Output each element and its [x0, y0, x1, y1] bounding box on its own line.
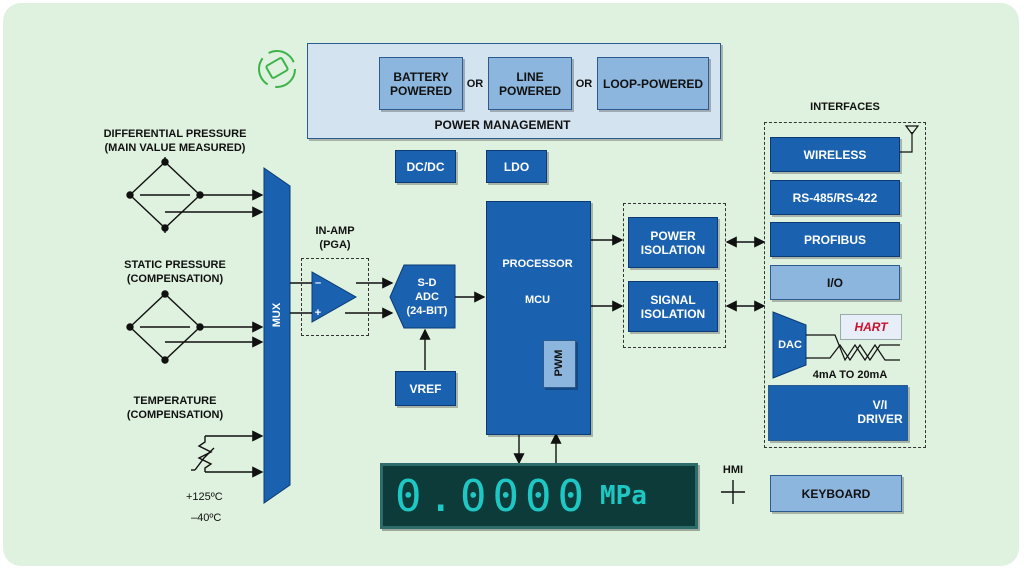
recycle-battery-icon: [258, 50, 296, 88]
static-pressure-label: STATIC PRESSURE (COMPENSATION): [124, 259, 226, 285]
or-label-2: OR: [575, 78, 593, 90]
hmi-label: HMI: [722, 464, 744, 476]
ldo-block: LDO: [486, 150, 547, 183]
signal-isolation-block: SIGNAL ISOLATION: [628, 281, 718, 332]
profibus-block: PROFIBUS: [770, 222, 900, 257]
dcdc-block: DC/DC: [395, 150, 456, 183]
mux: [263, 167, 291, 504]
differential-pressure-bridge: [126, 157, 264, 233]
hart-logo: HART: [840, 314, 902, 340]
differential-pressure-label: DIFFERENTIAL PRESSURE (MAIN VALUE MEASUR…: [103, 128, 247, 154]
vi-driver-panel: [768, 385, 908, 441]
adc-shape: [389, 264, 456, 329]
keyboard-block: KEYBOARD: [770, 475, 902, 512]
in-amp-boundary: [301, 258, 369, 336]
power-isolation-block: POWER ISOLATION: [628, 217, 718, 268]
antenna-icon: [898, 125, 920, 153]
wireless-block: WIRELESS: [770, 137, 900, 172]
in-amp-minus: –: [314, 277, 322, 289]
processor-label: PROCESSOR: [502, 258, 573, 270]
current-range-label: 4mA TO 20mA: [812, 369, 888, 381]
interfaces-boundary: [764, 122, 926, 448]
current-loop-waveform: [806, 334, 900, 362]
temperature-label: TEMPERATURE (COMPENSATION): [126, 395, 224, 421]
dac-shape: [772, 311, 807, 379]
line-powered-block: LINE POWERED: [488, 57, 572, 110]
hart-logo-text: HART: [854, 320, 888, 334]
or-label-1: OR: [466, 78, 484, 90]
in-amp-triangle: [311, 271, 358, 323]
pwm-label: PWM: [553, 349, 565, 377]
display-unit: MPa: [599, 481, 647, 511]
digital-display: 0.0000 MPa: [380, 463, 698, 529]
static-pressure-bridge: [126, 290, 264, 364]
isolation-boundary: [623, 203, 726, 348]
temp-high-label: +125ºC: [186, 491, 223, 503]
power-management-title: POWER MANAGEMENT: [434, 118, 571, 132]
temp-low-label: –40ºC: [191, 512, 222, 524]
pwm-block: [543, 340, 576, 388]
vi-driver-label: V/I DRIVER: [857, 398, 903, 426]
adc-label: S-D ADC (24-BIT): [406, 277, 448, 317]
loop-powered-block: LOOP-POWERED: [597, 57, 709, 110]
hmi-connector-icon: [721, 480, 745, 504]
in-amp-plus: +: [314, 307, 322, 319]
io-block: I/O: [770, 265, 900, 300]
vref-block: VREF: [395, 371, 456, 406]
mux-label: MUX: [271, 302, 283, 328]
display-value: 0.0000: [395, 470, 590, 522]
mcu-label: MCU: [524, 294, 551, 306]
battery-powered-block: BATTERY POWERED: [379, 57, 463, 110]
temperature-sensor: [191, 430, 264, 478]
rs485-block: RS-485/RS-422: [770, 180, 900, 215]
in-amp-label: IN-AMP (PGA): [315, 225, 355, 251]
interfaces-title: INTERFACES: [810, 101, 880, 113]
dac-label: DAC: [778, 339, 802, 351]
processor-block: [486, 201, 591, 435]
